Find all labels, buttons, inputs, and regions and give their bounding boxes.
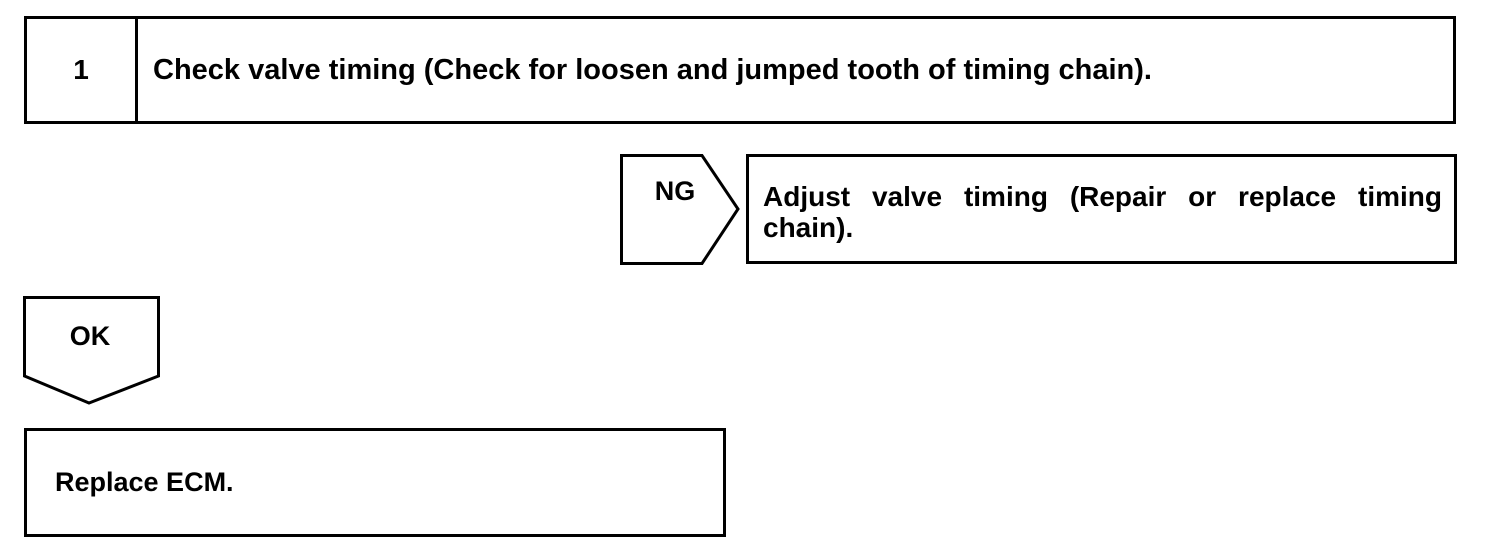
ng-action-text: Adjust valve timing (Repair or replace t… — [763, 181, 1442, 243]
ok-arrow-icon — [23, 296, 160, 405]
ok-action-text: Replace ECM. — [55, 467, 234, 497]
step-title: Check valve timing (Check for loosen and… — [153, 53, 1152, 86]
step-number: 1 — [27, 19, 138, 121]
ng-label: NG — [654, 176, 696, 206]
ok-label: OK — [69, 321, 111, 351]
ng-arrow-icon — [620, 154, 740, 265]
ng-action-box: Adjust valve timing (Repair or replace t… — [746, 154, 1457, 264]
step-box: 1 Check valve timing (Check for loosen a… — [24, 16, 1456, 124]
ok-action-box: Replace ECM. — [24, 428, 726, 537]
